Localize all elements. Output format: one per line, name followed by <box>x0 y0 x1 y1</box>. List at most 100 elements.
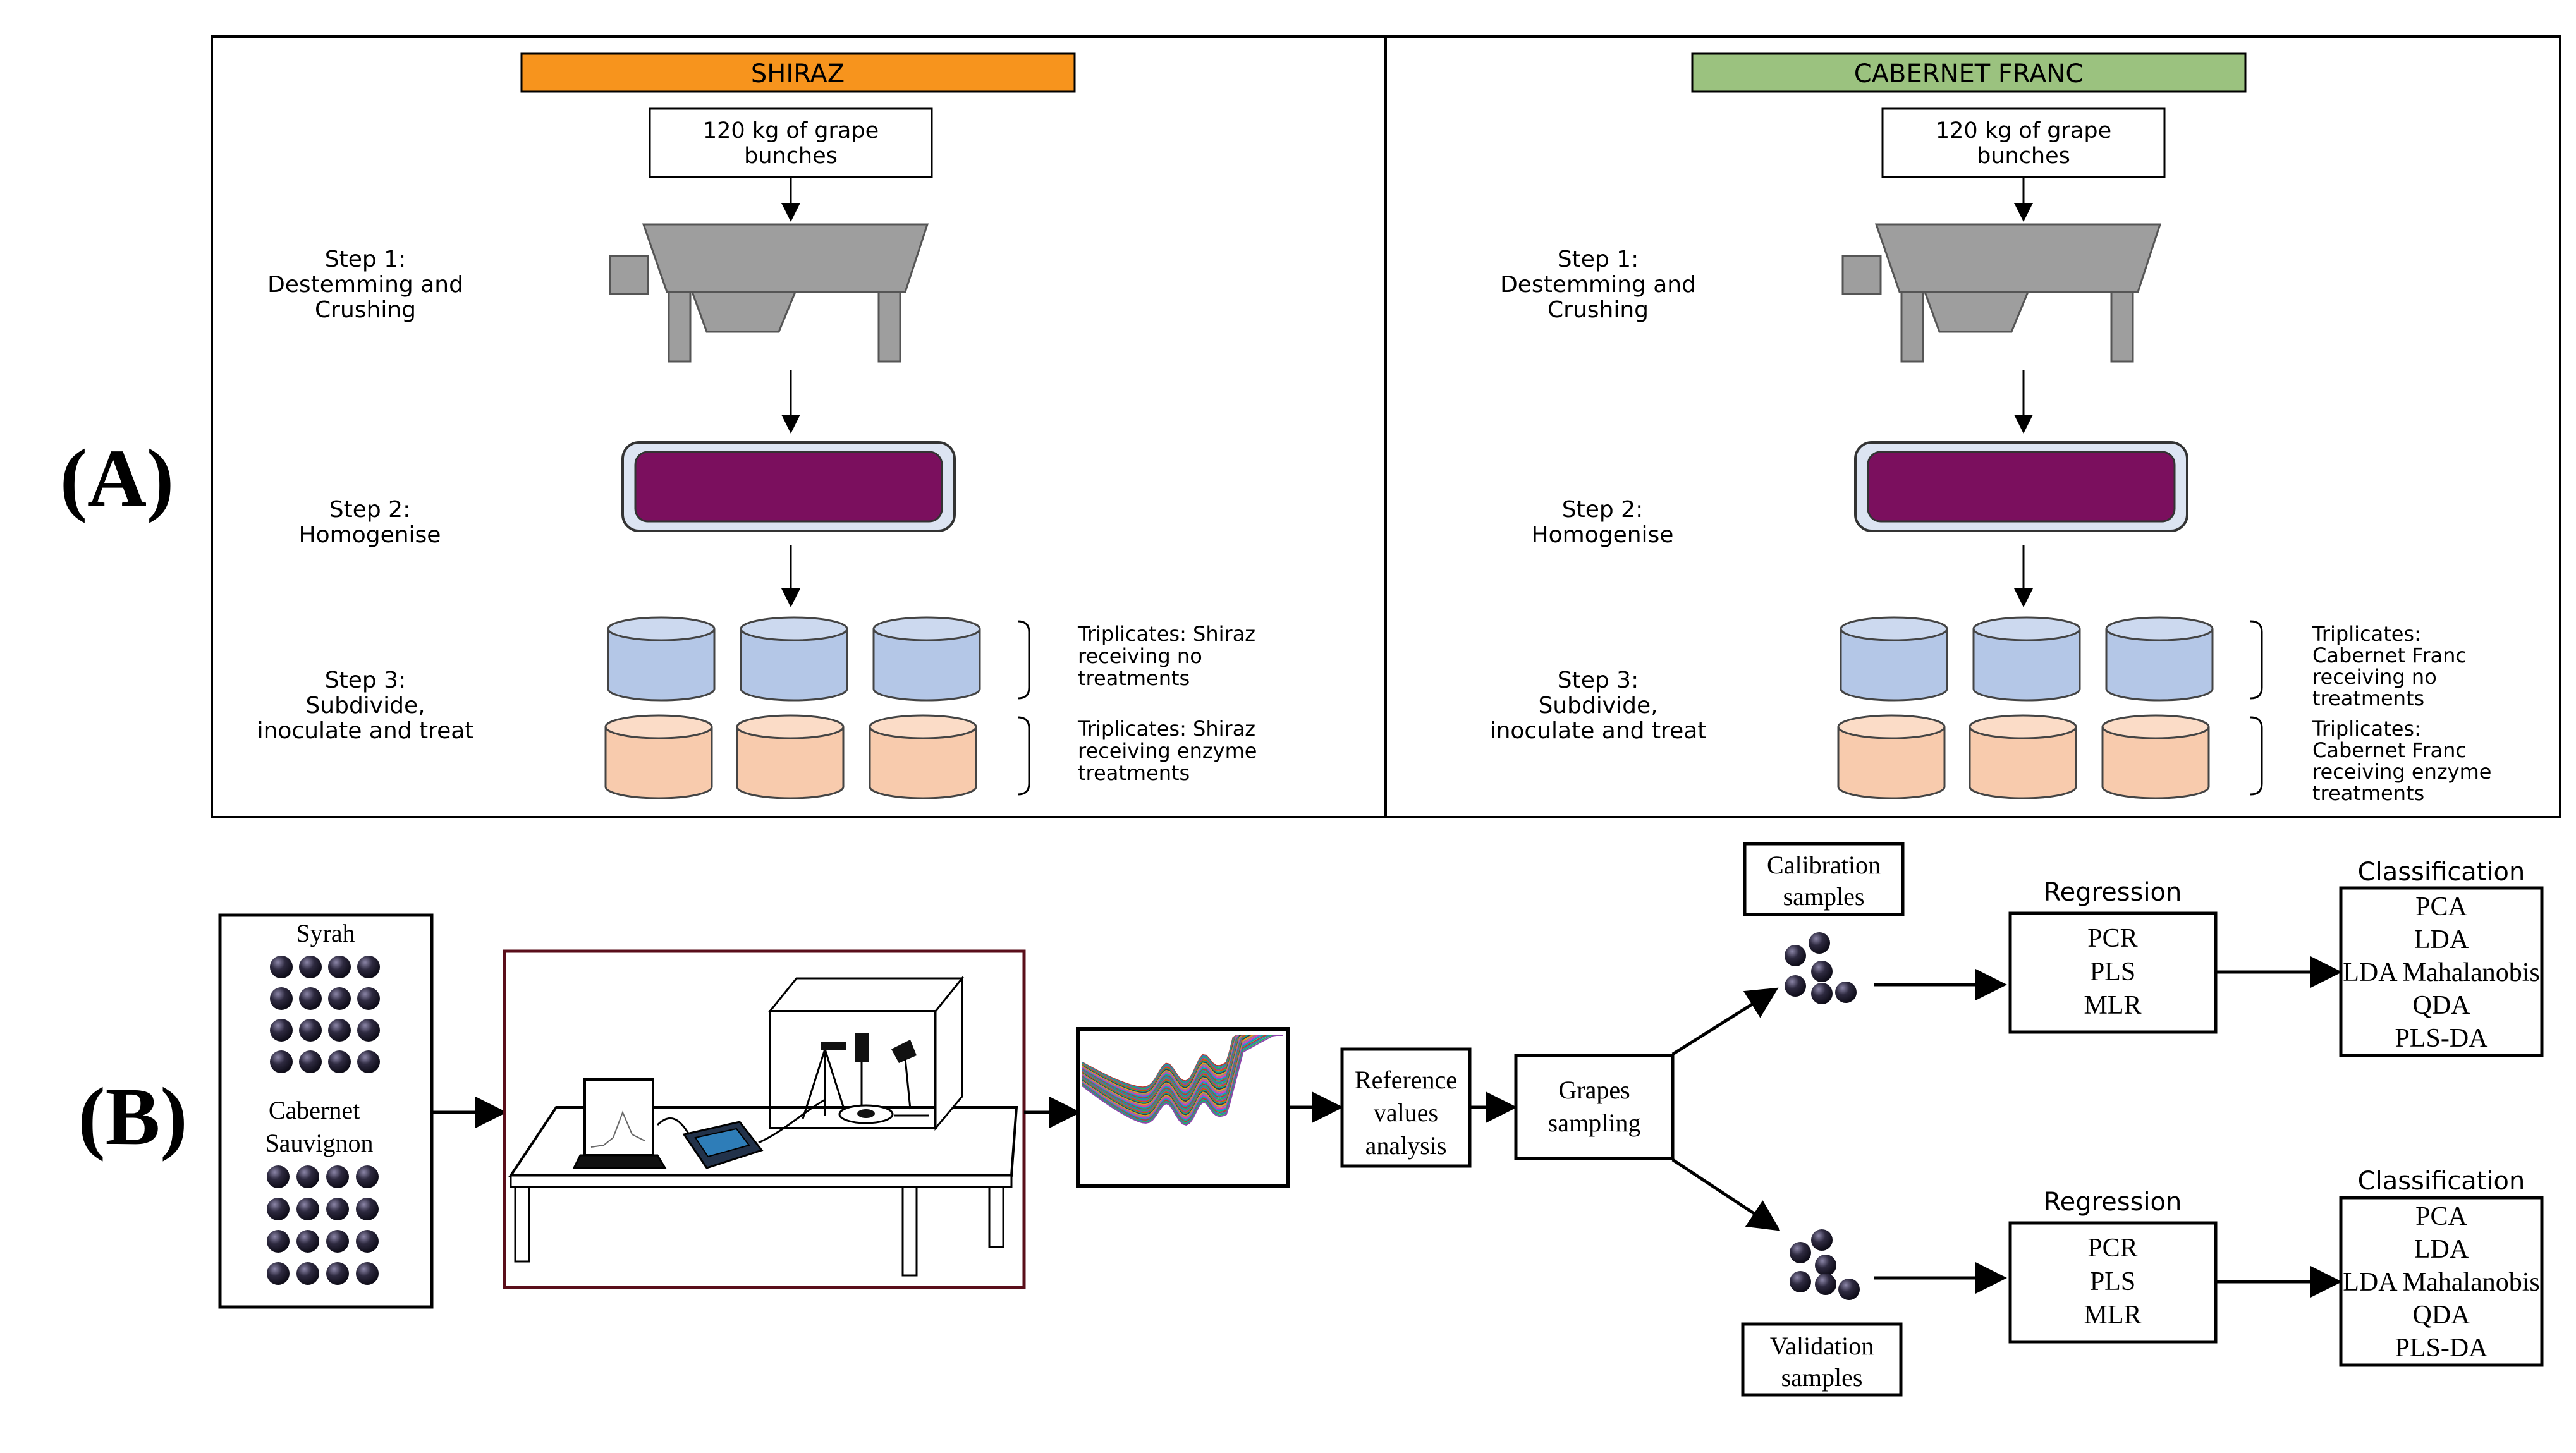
spectrum-curve <box>1082 1035 1283 1122</box>
reference-values-box <box>1340 1047 1472 1168</box>
cabernet-franc-note-enzyme-line4: treatments <box>2312 781 2424 805</box>
grape-berry <box>299 956 322 978</box>
grape-berry <box>1838 1279 1860 1300</box>
classification-bottom-method-3: LDA Mahalanobis <box>2343 1268 2539 1297</box>
cabernet-franc-note-control-line4: treatments <box>2312 686 2424 710</box>
regression-top-method-3: MLR <box>2084 991 2141 1020</box>
regression-title-top: Regression <box>2044 878 2182 907</box>
cabernet-franc-input-line2: bunches <box>1977 143 2070 169</box>
shiraz-step1-line2: Destemming and <box>267 272 463 298</box>
shiraz-note-enzyme-line1: Triplicates: Shiraz <box>1077 717 1255 741</box>
reference-line2: values <box>1374 1098 1438 1127</box>
spectrum-curve <box>1082 1035 1283 1117</box>
grape-berry <box>267 1165 290 1188</box>
spectrum-curve <box>1082 1035 1283 1121</box>
sampling-line1: Grapes <box>1558 1076 1630 1104</box>
cabernet-franc-step1-line3: Crushing <box>1547 297 1649 323</box>
classification-title-bottom: Classification <box>2358 1167 2525 1196</box>
grape-berry <box>1811 1229 1833 1251</box>
calibration-grape-cluster <box>1785 932 1857 1004</box>
grape-berry <box>357 987 380 1010</box>
regression-bottom-method-3: MLR <box>2084 1301 2141 1330</box>
grape-berry <box>1835 982 1857 1003</box>
shiraz-step1-line1: Step 1: <box>325 246 406 272</box>
shiraz-step3-line1: Step 3: <box>325 667 406 693</box>
shiraz-enzyme-tanks <box>604 714 977 799</box>
grape-berry <box>1815 1274 1836 1295</box>
shiraz-control-tanks <box>607 616 981 702</box>
shiraz-header-text: SHIRAZ <box>751 59 845 88</box>
spectrum-curve <box>1082 1035 1283 1126</box>
grape-berry <box>299 987 322 1010</box>
grape-berry <box>270 956 293 978</box>
validation-line2: samples <box>1781 1363 1863 1392</box>
grape-berry <box>296 1262 319 1285</box>
cabernet-franc-control-bracket <box>2250 620 2263 700</box>
shiraz-note-control-line3: treatments <box>1078 666 1190 690</box>
spectrum-curve <box>1082 1035 1283 1118</box>
samples-box <box>218 913 434 1309</box>
regression-bottom-method-2: PLS <box>2090 1267 2135 1296</box>
panel-a-label: (A) <box>60 433 174 524</box>
shiraz-note-enzyme-line2: receiving enzyme <box>1078 739 1257 763</box>
cabernet-franc-must <box>1867 451 2176 523</box>
regression-bottom-method-1: PCR <box>2087 1234 2137 1263</box>
classification-title-top: Classification <box>2358 858 2525 887</box>
cabernet-franc-step2-line1: Step 2: <box>1562 497 1643 523</box>
shiraz-step2-line2: Homogenise <box>299 522 441 548</box>
cabernet-franc-note-enzyme-line1: Triplicates: <box>2312 717 2421 741</box>
cabernet-franc-note-control-line3: receiving no <box>2312 665 2437 689</box>
shiraz-step1-line3: Crushing <box>315 297 416 323</box>
grape-berry <box>356 1230 379 1253</box>
classification-box-top <box>2339 886 2544 1057</box>
spectrum-curve <box>1082 1035 1283 1124</box>
lab-setup-illustration <box>508 975 1018 1277</box>
classification-bottom-method-2: LDA <box>2414 1235 2469 1264</box>
grape-berry <box>356 1165 379 1188</box>
syrah-grape-grid <box>270 956 380 1073</box>
grape-berry <box>326 1262 349 1285</box>
grape-berry <box>357 956 380 978</box>
cabernet-franc-note-enzyme-line3: receiving enzyme <box>2312 760 2491 784</box>
grape-berry <box>1785 945 1806 966</box>
cabernet-franc-header-text: CABERNET FRANC <box>1854 59 2084 88</box>
grape-berry <box>356 1198 379 1220</box>
cabernet-label-line1: Cabernet <box>269 1096 360 1124</box>
classification-bottom-method-5: PLS-DA <box>2395 1334 2488 1363</box>
grape-berry <box>326 1230 349 1253</box>
spectrum-curve <box>1082 1035 1283 1119</box>
shiraz-input-line1: 120 kg of grape <box>703 118 879 143</box>
reference-line3: analysis <box>1365 1131 1447 1160</box>
classification-bottom-method-1: PCA <box>2415 1202 2467 1231</box>
measurement-enclosure <box>767 975 965 1131</box>
grape-berry <box>326 1198 349 1220</box>
grapes-sampling-box <box>1514 1054 1675 1160</box>
cabernet-franc-step3-line3: inoculate and treat <box>1490 718 1707 744</box>
cabernet-label-line2: Sauvignon <box>265 1129 373 1157</box>
cabernet-franc-control-tanks <box>1840 616 2214 702</box>
shiraz-must <box>634 451 943 523</box>
cabernet-franc-step1-line1: Step 1: <box>1558 246 1639 272</box>
validation-samples-box <box>1741 1322 1903 1397</box>
calibration-line2: samples <box>1783 882 1865 911</box>
lab-table-leg <box>514 1186 530 1263</box>
cabernet-franc-header <box>1691 52 2247 93</box>
cabernet-franc-column: CABERNET FRANC 120 kg of grape bunches S… <box>1490 52 2491 805</box>
grape-berry <box>270 1050 293 1073</box>
sampling-line2: sampling <box>1548 1109 1641 1137</box>
shiraz-step3-line3: inoculate and treat <box>257 718 474 744</box>
shiraz-enzyme-bracket <box>1017 716 1030 796</box>
regression-top-method-2: PLS <box>2090 958 2135 987</box>
cabernet-franc-step3-line1: Step 3: <box>1558 667 1639 693</box>
shiraz-note-control-line2: receiving no <box>1078 644 1202 668</box>
grape-berry <box>1790 1271 1811 1292</box>
grape-berry <box>299 1019 322 1042</box>
grape-berry <box>270 987 293 1010</box>
classification-top-method-3: LDA Mahalanobis <box>2343 958 2539 987</box>
grape-berry <box>270 1019 293 1042</box>
cabernet-franc-step1-line2: Destemming and <box>1500 272 1696 298</box>
shiraz-input-box <box>649 107 933 178</box>
lab-table-leg <box>988 1186 1004 1248</box>
grape-berry <box>1809 932 1830 954</box>
